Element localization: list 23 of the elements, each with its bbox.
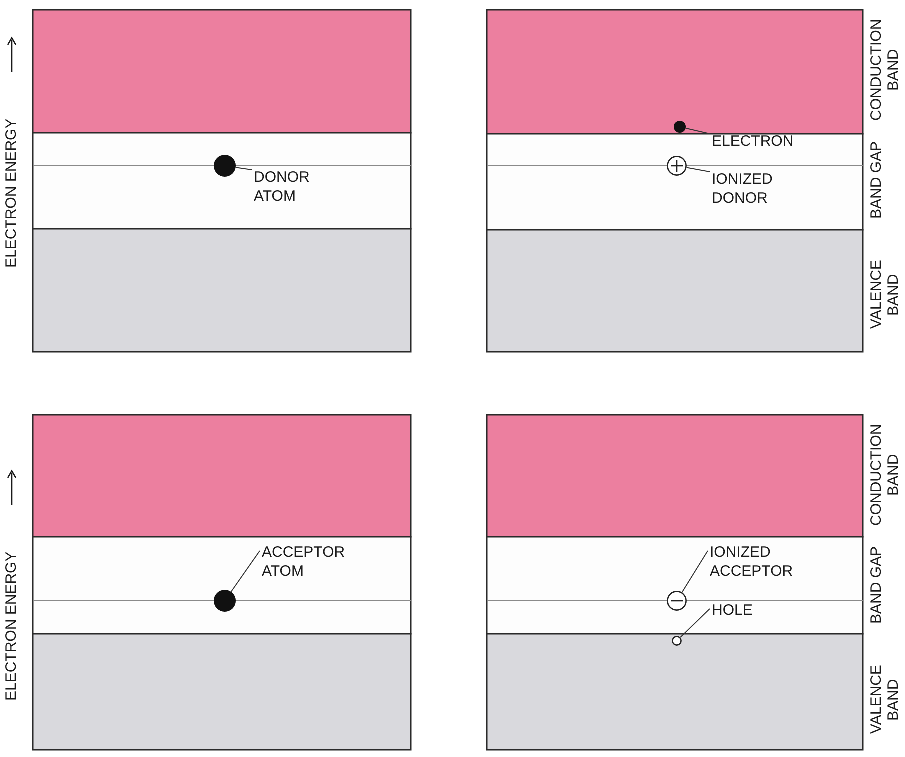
axis-label: ELECTRON ENERGY (3, 550, 20, 703)
callout-text: IONIZED DONOR (712, 170, 822, 208)
band-label: BAND GAP (868, 140, 885, 220)
band-label: CONDUCTION BAND (868, 18, 902, 123)
band-label: VALENCE BAND (868, 260, 902, 332)
leader-line (230, 550, 260, 592)
leader-line (682, 550, 708, 593)
axis-label: ELECTRON ENERGY (3, 117, 20, 270)
callout-text: HOLE (712, 601, 792, 620)
band-label: VALENCE BAND (868, 664, 902, 736)
band-label: BAND GAP (868, 545, 885, 625)
callout-text: ACCEPTOR ATOM (262, 543, 382, 581)
callout-text: ELECTRON (712, 132, 822, 151)
dot-symbol (673, 120, 687, 134)
leader-line (235, 167, 252, 170)
dot-symbol (213, 589, 237, 613)
callout-text: DONOR ATOM (254, 168, 344, 206)
leader-line (685, 128, 710, 134)
band-label: CONDUCTION BAND (868, 423, 902, 528)
leader-line (680, 608, 710, 638)
leader-line (686, 167, 710, 172)
callout-text: IONIZED ACCEPTOR (710, 543, 830, 581)
dot-symbol (213, 154, 237, 178)
